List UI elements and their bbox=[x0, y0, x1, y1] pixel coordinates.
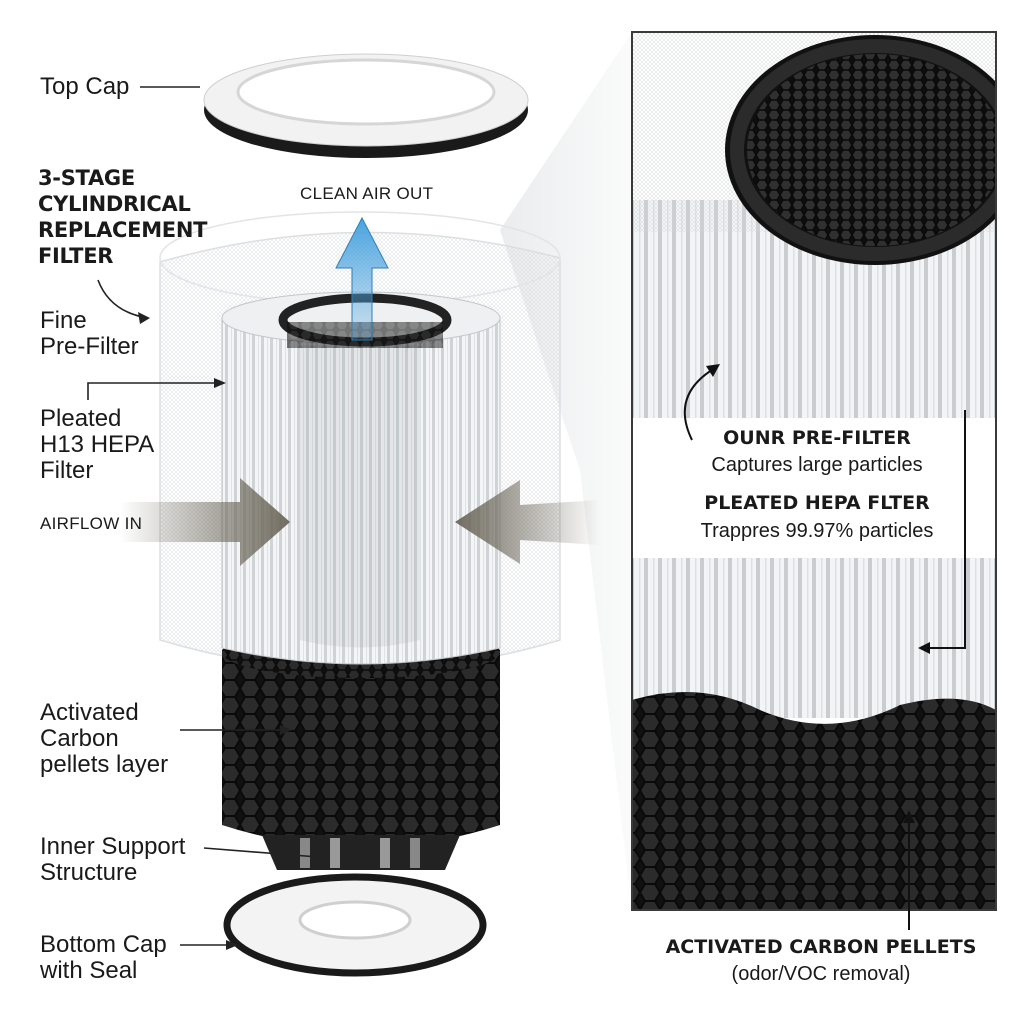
label-line: Filter bbox=[40, 457, 94, 484]
label-airflow-in: AIRFLOW IN bbox=[40, 514, 143, 533]
label-fine-prefilter: Fine Pre-Filter bbox=[40, 308, 139, 360]
detail-panel-frame bbox=[631, 31, 997, 911]
label-line: H13 HEPA bbox=[40, 431, 155, 458]
detail-carbon-sub: (odor/VOC removal) bbox=[731, 963, 911, 985]
bottom-cap bbox=[223, 873, 487, 977]
detail-leader-hepa bbox=[924, 410, 966, 649]
diagram-title: 3-STAGE CYLINDRICAL REPLACEMENT FILTER bbox=[38, 165, 207, 269]
detail-prefilter-title: OUNR PRE-FILTER bbox=[723, 427, 911, 449]
leader-support bbox=[203, 847, 319, 858]
detail-carbon-title: ACTIVATED CARBON PELLETS bbox=[665, 936, 977, 958]
label-line: Pleated bbox=[40, 405, 122, 432]
airflow-in-arrow-right bbox=[455, 480, 600, 564]
arrowhead-carbon bbox=[280, 725, 292, 735]
label-line: Fine bbox=[40, 307, 87, 334]
label-line: pellets layer bbox=[40, 751, 169, 778]
inner-support-structure bbox=[262, 835, 460, 870]
label-bottom-cap: Bottom Cap with Seal bbox=[40, 932, 167, 984]
top-cap bbox=[203, 53, 529, 158]
label-clean-air-out: CLEAN AIR OUT bbox=[300, 184, 434, 203]
label-inner-support: Inner Support Structure bbox=[40, 834, 185, 886]
title-line: REPLACEMENT bbox=[38, 218, 208, 242]
label-line: Activated bbox=[40, 699, 139, 726]
title-line: 3-STAGE bbox=[38, 166, 135, 190]
detail-leader-prefilter bbox=[683, 367, 716, 441]
arrowhead-bottom-cap bbox=[226, 940, 238, 950]
arrowhead-hepa bbox=[214, 378, 226, 388]
detail-panel bbox=[632, 32, 996, 910]
airflow-in-arrow-left bbox=[120, 478, 290, 566]
label-top-cap: Top Cap bbox=[40, 73, 130, 100]
detail-hepa-title: PLEATED HEPA FLTER bbox=[704, 492, 930, 514]
detail-arrowhead-hepa bbox=[918, 642, 930, 654]
title-line: CYLINDRICAL bbox=[38, 192, 191, 216]
arrowhead-support bbox=[311, 851, 324, 862]
label-pleated-hepa: Pleated H13 HEPA Filter bbox=[40, 406, 154, 484]
label-line: Structure bbox=[40, 859, 138, 886]
label-line: Carbon bbox=[40, 725, 119, 752]
label-line: with Seal bbox=[40, 957, 138, 984]
arrowhead-title bbox=[138, 312, 150, 324]
leader-hepa bbox=[87, 382, 220, 400]
label-line: Bottom Cap bbox=[40, 931, 167, 958]
detail-arrowhead-carbon bbox=[903, 810, 915, 823]
clean-air-arrow bbox=[335, 216, 389, 341]
label-line: Inner Support bbox=[40, 833, 186, 860]
label-carbon-layer: Activated Carbon pellets layer bbox=[40, 700, 168, 778]
detail-prefilter-sub: Captures large particles bbox=[711, 454, 923, 476]
title-line: FILTER bbox=[38, 244, 114, 268]
label-line: Pre-Filter bbox=[40, 333, 139, 360]
detail-hepa-sub: Trappres 99.97% particles bbox=[700, 520, 934, 542]
detail-arrowhead-prefilter bbox=[706, 364, 720, 377]
